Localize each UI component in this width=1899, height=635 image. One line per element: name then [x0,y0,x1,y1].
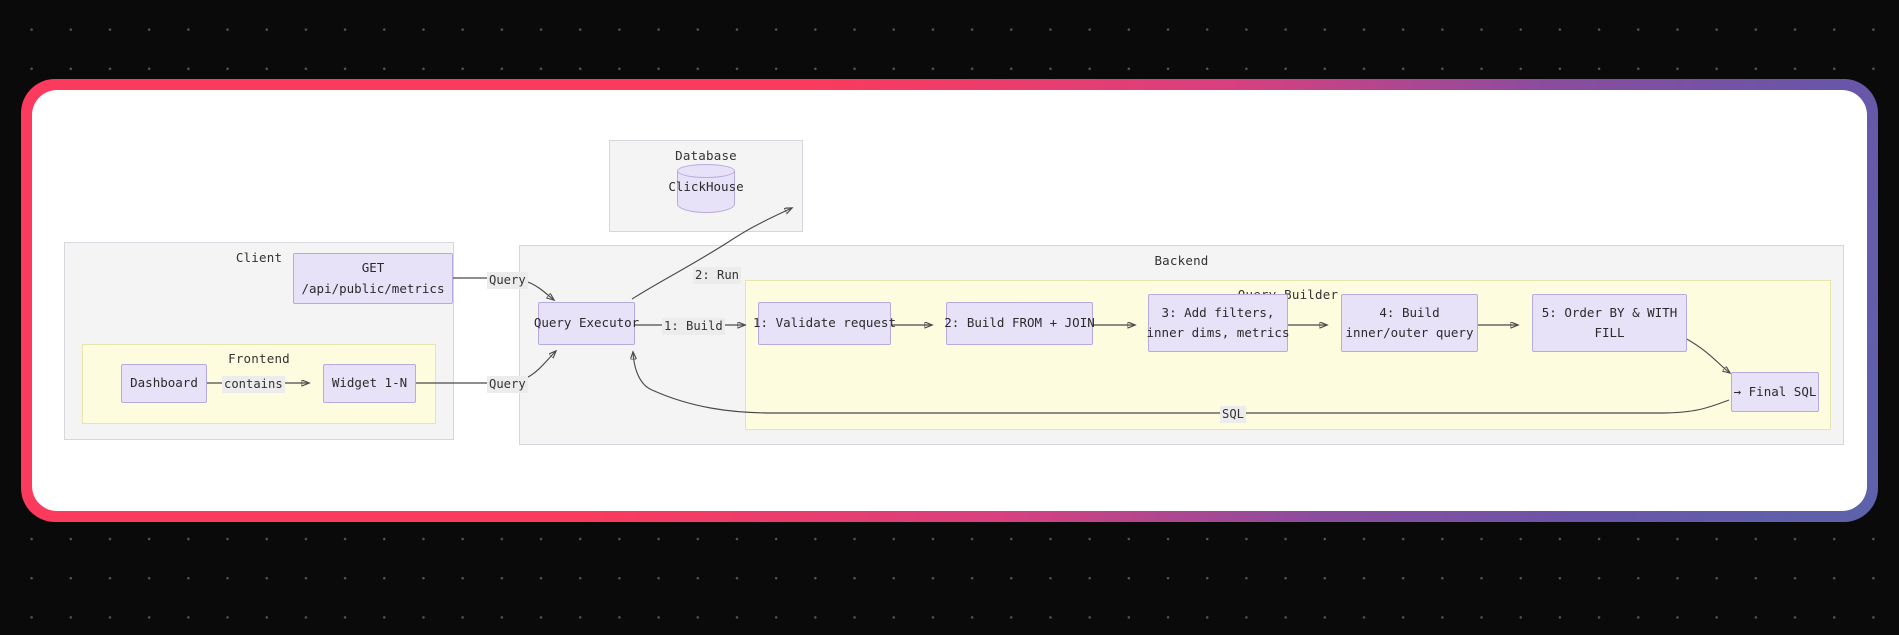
node-final-sql-label: → Final SQL [1733,383,1817,399]
node-step-4[interactable]: 4: Build inner/outer query [1341,294,1478,352]
node-widget-label: Widget 1-N [331,375,408,391]
edge-label-query-top-text: Query [489,273,526,287]
node-step-1[interactable]: 1: Validate request [753,302,896,345]
cluster-backend-label: Backend [1154,253,1209,268]
cluster-database: Database [609,140,803,232]
edge-final-sql-to-executor [633,352,1730,414]
cylinder-top [677,164,735,178]
edge-label-contains-text: contains [224,377,283,391]
cluster-database-label: Database [675,148,737,163]
node-dashboard[interactable]: Dashboard [121,364,207,403]
node-dashboard-label: Dashboard [130,375,198,391]
edge-widget-to-executor [415,351,556,384]
cluster-client-label: Client [235,250,283,265]
node-api-endpoint-method: GET [361,260,385,276]
node-api-endpoint[interactable]: GET /api/public/metrics [293,253,453,304]
node-final-sql[interactable]: → Final SQL [1731,372,1819,412]
edge-label-sql: SQL [1220,406,1247,424]
node-step-4-label-line1: 4: Build [1379,304,1440,320]
edge-step5-to-final-sql [1684,337,1730,373]
edge-label-build: 1: Build [662,318,725,336]
edge-label-query-bottom-text: Query [489,377,526,391]
node-step-3[interactable]: 3: Add filters, inner dims, metrics [1146,294,1290,352]
gradient-frame: Database Client Frontend Backend Query B… [21,79,1878,522]
diagram-canvas: Database Client Frontend Backend Query B… [32,90,1867,511]
edge-label-sql-text: SQL [1222,407,1245,421]
node-step-2[interactable]: 2: Build FROM + JOIN [944,302,1095,345]
node-query-executor-label: Query Executor [533,315,640,331]
node-step-5-label-line2: FILL [1594,325,1625,340]
edge-label-build-text: 1: Build [664,319,723,333]
cylinder-body [677,171,735,213]
cluster-frontend-label: Frontend [228,351,290,366]
node-step-5-label-line1: 5: Order BY & WITH [1541,304,1678,320]
edge-label-query-top: Query [487,272,528,290]
edge-label-contains: contains [222,376,285,394]
edge-executor-to-clickhouse [631,208,792,300]
node-clickhouse[interactable]: ClickHouse [668,164,744,213]
node-step-4-label-line2: inner/outer query [1345,325,1474,340]
node-step-1-label: 1: Validate request [753,315,896,331]
edge-label-query-bottom: Query [487,376,528,394]
node-step-3-label-line1: 3: Add filters, [1161,304,1275,320]
node-widget[interactable]: Widget 1-N [323,364,416,403]
node-query-executor[interactable]: Query Executor [534,302,639,345]
node-step-2-label: 2: Build FROM + JOIN [944,315,1095,331]
node-clickhouse-label: ClickHouse [668,179,744,194]
node-step-5[interactable]: 5: Order BY & WITH FILL [1532,294,1687,352]
node-api-endpoint-path: /api/public/metrics [301,280,445,296]
node-step-3-label-line2: inner dims, metrics [1146,325,1290,340]
diagram-surface: Database Client Frontend Backend Query B… [32,90,1867,511]
edge-label-run: 2: Run [693,267,742,285]
edge-label-run-text: 2: Run [695,268,740,282]
